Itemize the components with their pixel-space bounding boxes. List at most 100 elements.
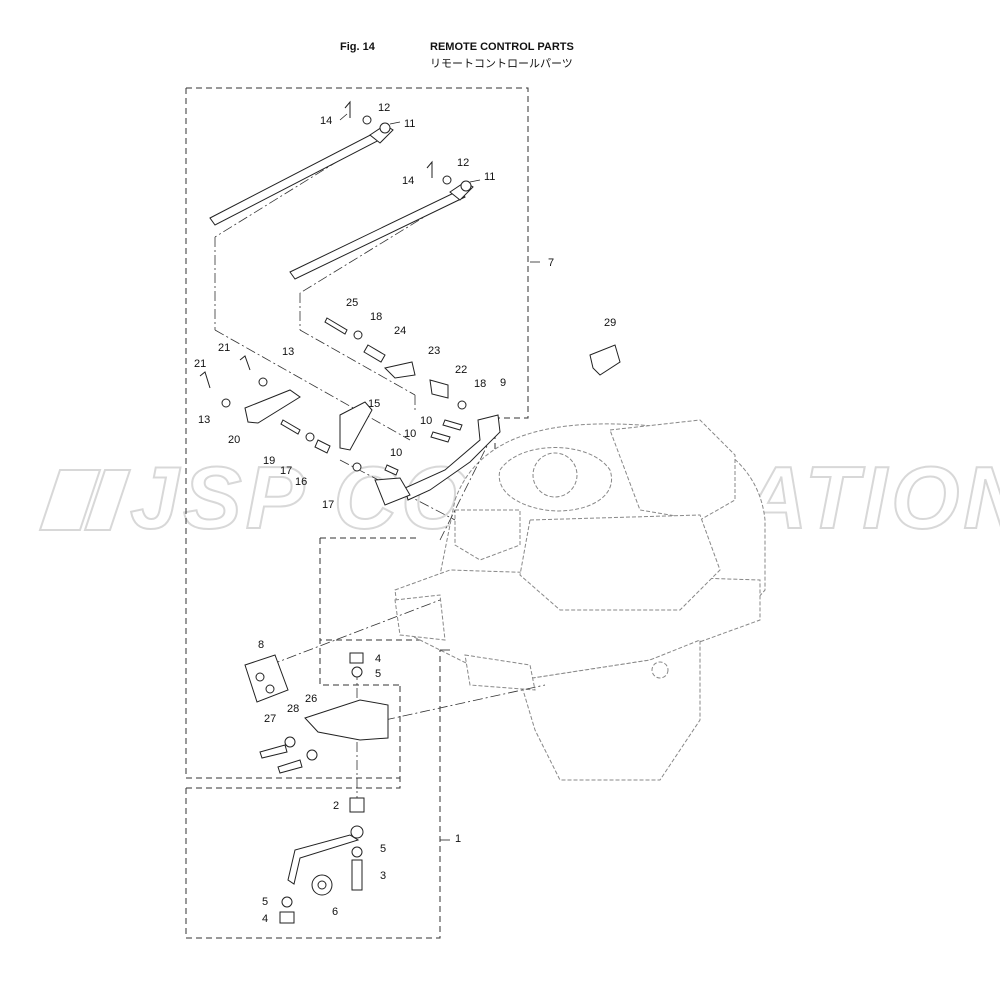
callout-5-middle: 5 (380, 843, 386, 855)
leader (389, 121, 401, 125)
chain-line (214, 329, 411, 441)
callout-10-b: 10 (404, 428, 416, 440)
bolt-27-b (277, 759, 303, 774)
callout-15: 15 (368, 398, 380, 410)
callout-18-lower: 18 (474, 378, 486, 390)
cable-end-lower-eye (460, 180, 472, 192)
callout-7: 7 (548, 257, 554, 269)
clip-14-upper (344, 100, 351, 118)
nut-4-upper (349, 652, 364, 664)
group-box-7-left (185, 88, 401, 779)
bolt-10-a (442, 419, 463, 431)
link-plate-15 (339, 401, 373, 451)
bolt-3 (351, 859, 363, 891)
throttle-bracket-9-plate (374, 477, 411, 506)
washer-18-upper (353, 330, 363, 340)
engine-tiller-mount (464, 654, 536, 691)
clip-14-lower (426, 160, 433, 178)
washer-5-lower (281, 896, 293, 908)
bolt-10-c (384, 464, 399, 476)
engine-block (519, 514, 721, 611)
grommet-8-hole-a (255, 672, 265, 682)
shift-rod-eye (350, 825, 364, 839)
engine-flywheel-hub (532, 452, 578, 498)
bracket-26 (304, 699, 389, 741)
engine-outline (394, 419, 766, 781)
washer-5-middle (351, 846, 363, 858)
figure-title: REMOTE CONTROL PARTS (430, 41, 574, 53)
grommet-8 (244, 654, 289, 703)
collar-24 (363, 344, 386, 363)
callout-21-a: 21 (218, 342, 230, 354)
shift-rod (287, 834, 360, 885)
callout-27: 27 (264, 713, 276, 725)
group-box-1 (185, 639, 441, 939)
callout-leaders (339, 113, 540, 841)
callout-6: 6 (332, 906, 338, 918)
callout-13-a: 13 (282, 346, 294, 358)
cable-end-upper-eye (379, 122, 391, 134)
chain-line (439, 439, 491, 541)
callout-13-b: 13 (198, 414, 210, 426)
figure-number: Fig. 14 (340, 41, 375, 53)
callout-labels: 1 2 3 4 4 5 5 5 6 7 8 9 10 10 10 11 11 1… (194, 102, 616, 925)
callout-26: 26 (305, 693, 317, 705)
washer-18-lower (457, 400, 467, 410)
nut-6-bore (317, 880, 327, 890)
callout-18-upper: 18 (370, 311, 382, 323)
callout-1: 1 (455, 833, 461, 845)
bracket-22 (429, 379, 449, 399)
engine-head (609, 419, 736, 521)
group-box-1-top (186, 685, 401, 789)
callout-23: 23 (428, 345, 440, 357)
callout-28: 28 (287, 703, 299, 715)
throttle-bracket-9 (404, 414, 501, 501)
callout-19: 19 (263, 455, 275, 467)
callout-10-c: 10 (390, 447, 402, 459)
group-box-7 (186, 87, 529, 460)
callout-4-upper: 4 (375, 653, 381, 665)
callout-22: 22 (455, 364, 467, 376)
watermark-logo-mark (38, 469, 132, 531)
bolt-25 (324, 317, 348, 335)
callout-11-lower: 11 (484, 171, 495, 183)
bolt-27-a (259, 744, 288, 759)
collar-16 (314, 439, 331, 454)
callout-5-lower: 5 (262, 896, 268, 908)
leader (469, 179, 481, 183)
bolt-10-b (430, 431, 451, 443)
washer-12-lower (442, 175, 452, 185)
callout-14-lower: 14 (402, 175, 414, 187)
remote-control-cable-upper (209, 129, 386, 226)
callout-9: 9 (500, 377, 506, 389)
joint-23 (384, 361, 416, 379)
washer-13-b (221, 398, 231, 408)
chain-line (384, 684, 546, 721)
bolt-19 (280, 419, 301, 435)
link-20 (244, 389, 301, 424)
callout-17-a: 17 (280, 465, 292, 477)
callout-5-upper: 5 (375, 668, 381, 680)
washer-5-upper (351, 666, 363, 678)
callout-12-upper: 12 (378, 102, 390, 114)
callout-3: 3 (380, 870, 386, 882)
callout-17-b: 17 (322, 499, 334, 511)
grommet-8-hole-b (265, 684, 275, 694)
callout-8: 8 (258, 639, 264, 651)
callout-10-a: 10 (420, 415, 432, 427)
callout-25: 25 (346, 297, 358, 309)
washer-28-a (284, 736, 296, 748)
washer-28-b (306, 749, 318, 761)
engine-side-cap (651, 661, 669, 679)
callout-12-lower: 12 (457, 157, 469, 169)
callout-21-b: 21 (194, 358, 206, 370)
clip-29 (589, 344, 621, 376)
washer-13-a (258, 377, 268, 387)
washer-12-upper (362, 115, 372, 125)
callout-29: 29 (604, 317, 616, 329)
callout-16: 16 (295, 476, 307, 488)
clip-21-a (239, 355, 251, 371)
callout-20: 20 (228, 434, 240, 446)
group-boxes (185, 87, 529, 939)
